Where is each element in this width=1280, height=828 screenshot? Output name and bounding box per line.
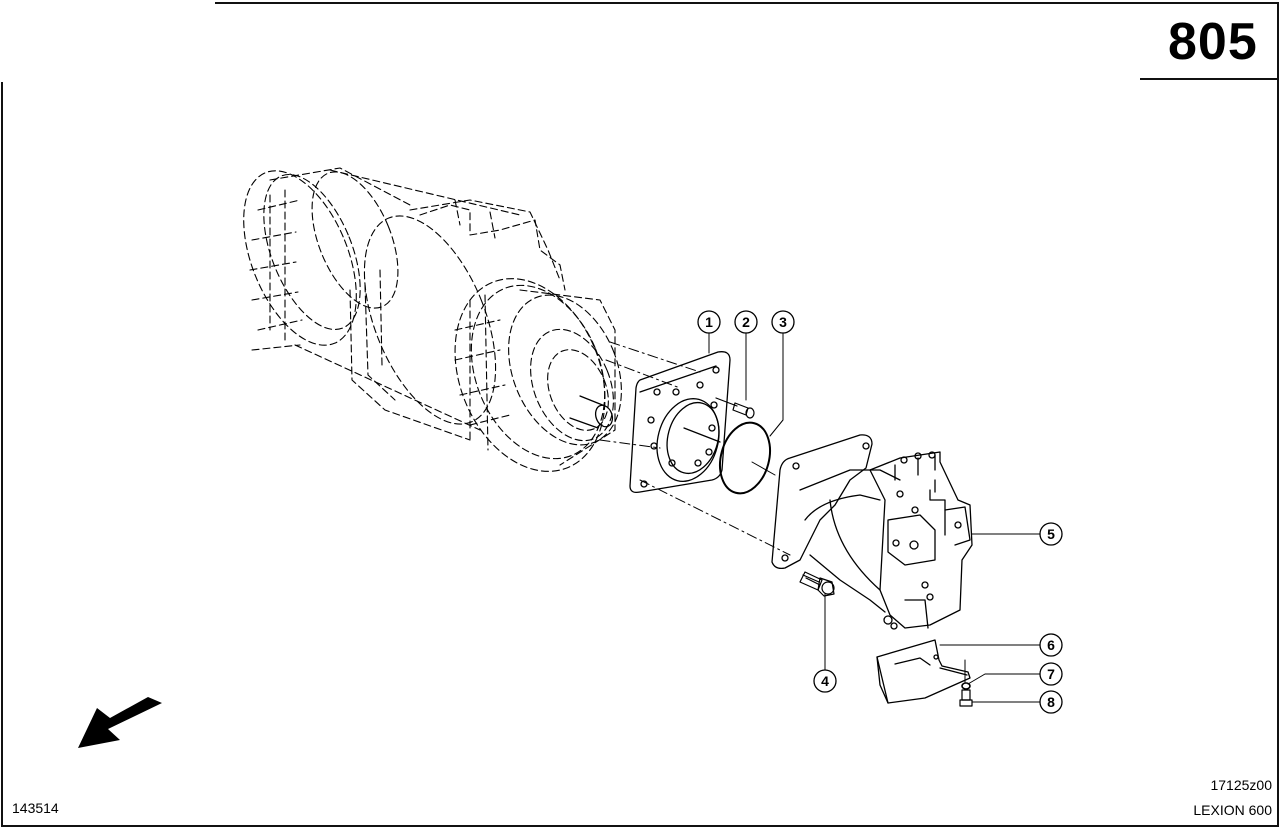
callout-2 (734, 310, 758, 334)
callout-label-5: 5 (1047, 526, 1055, 542)
callout-6 (1039, 633, 1063, 657)
callout-5 (1039, 522, 1063, 546)
part-7-washer (961, 659, 971, 690)
part-8-hex-screw (959, 689, 973, 707)
part-2-screw (715, 397, 755, 419)
part-1-flange-plate (629, 351, 731, 494)
callout-4 (813, 669, 837, 693)
part-6-cover-guard (876, 639, 971, 704)
callout-label-1: 1 (705, 314, 713, 330)
callout-1 (697, 310, 721, 334)
gearbox-output-shaft (569, 395, 614, 429)
callout-8 (1039, 690, 1063, 714)
leader-lines (708, 332, 1041, 703)
alignment-lines (599, 341, 791, 556)
model-name: LEXION 600 (1193, 802, 1272, 818)
part-3-o-ring (719, 421, 776, 495)
part-4-bolt (799, 571, 835, 597)
document-number: 143514 (12, 800, 59, 816)
callout-label-8: 8 (1047, 694, 1055, 710)
callout-label-7: 7 (1047, 666, 1055, 682)
callout-label-3: 3 (779, 314, 787, 330)
callout-label-4: 4 (821, 673, 829, 689)
page-number: 805 (1168, 13, 1258, 71)
callout-label-2: 2 (742, 314, 750, 330)
callouts (697, 310, 1063, 714)
frame-top-border (215, 2, 1279, 4)
gearbox-phantom (243, 167, 622, 472)
frame-bottom-border (1, 825, 1279, 827)
drawing-id: 17125z00 (1210, 777, 1272, 793)
page-number-rule (1140, 78, 1278, 80)
direction-arrow-icon (78, 697, 162, 748)
callout-label-6: 6 (1047, 637, 1055, 653)
frame-right-border (1277, 2, 1279, 827)
part-5-hydraulic-pump (771, 434, 973, 630)
frame-left-border (1, 82, 3, 827)
callout-7 (1039, 662, 1063, 686)
callout-3 (771, 310, 795, 334)
